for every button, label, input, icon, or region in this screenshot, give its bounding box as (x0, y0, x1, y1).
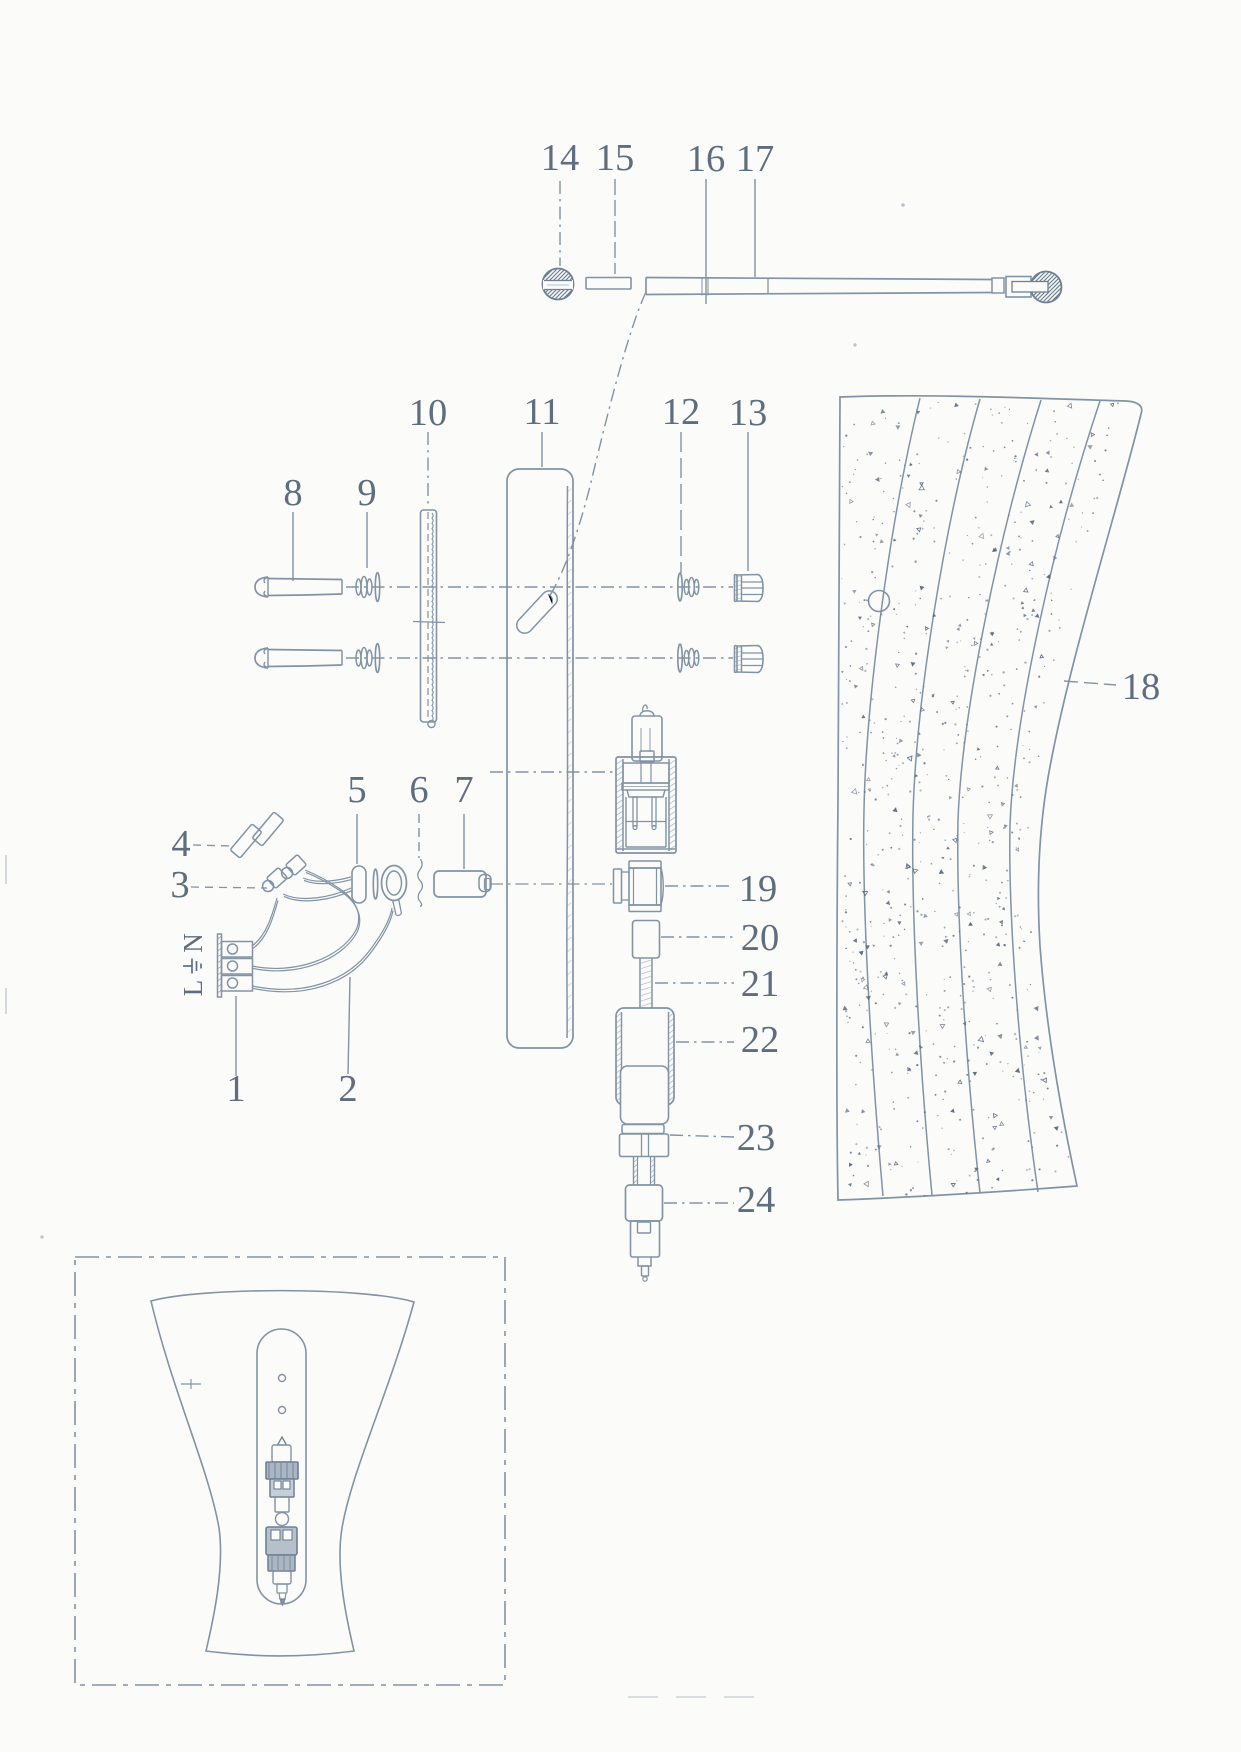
svg-text:9: 9 (357, 472, 376, 514)
svg-text:1: 1 (226, 1068, 245, 1110)
svg-text:L: L (178, 980, 208, 997)
svg-text:22: 22 (741, 1019, 780, 1061)
svg-text:10: 10 (409, 392, 448, 434)
svg-text:3: 3 (170, 864, 189, 906)
svg-text:6: 6 (409, 769, 428, 811)
svg-text:13: 13 (729, 392, 768, 434)
svg-text:17: 17 (736, 138, 775, 180)
svg-text:N: N (178, 933, 208, 953)
svg-text:2: 2 (338, 1068, 357, 1110)
svg-text:21: 21 (741, 963, 780, 1005)
svg-text:15: 15 (596, 137, 635, 179)
svg-text:11: 11 (523, 391, 560, 433)
svg-text:12: 12 (662, 391, 701, 433)
svg-text:7: 7 (454, 769, 473, 811)
svg-text:16: 16 (687, 138, 726, 180)
svg-text:8: 8 (283, 472, 302, 514)
svg-text:14: 14 (541, 137, 580, 179)
svg-text:20: 20 (741, 917, 780, 959)
svg-text:19: 19 (739, 868, 778, 910)
svg-text:18: 18 (1122, 666, 1161, 708)
svg-text:24: 24 (737, 1179, 776, 1221)
svg-text:5: 5 (347, 769, 366, 811)
svg-text:23: 23 (737, 1117, 776, 1159)
svg-text:4: 4 (171, 823, 190, 865)
